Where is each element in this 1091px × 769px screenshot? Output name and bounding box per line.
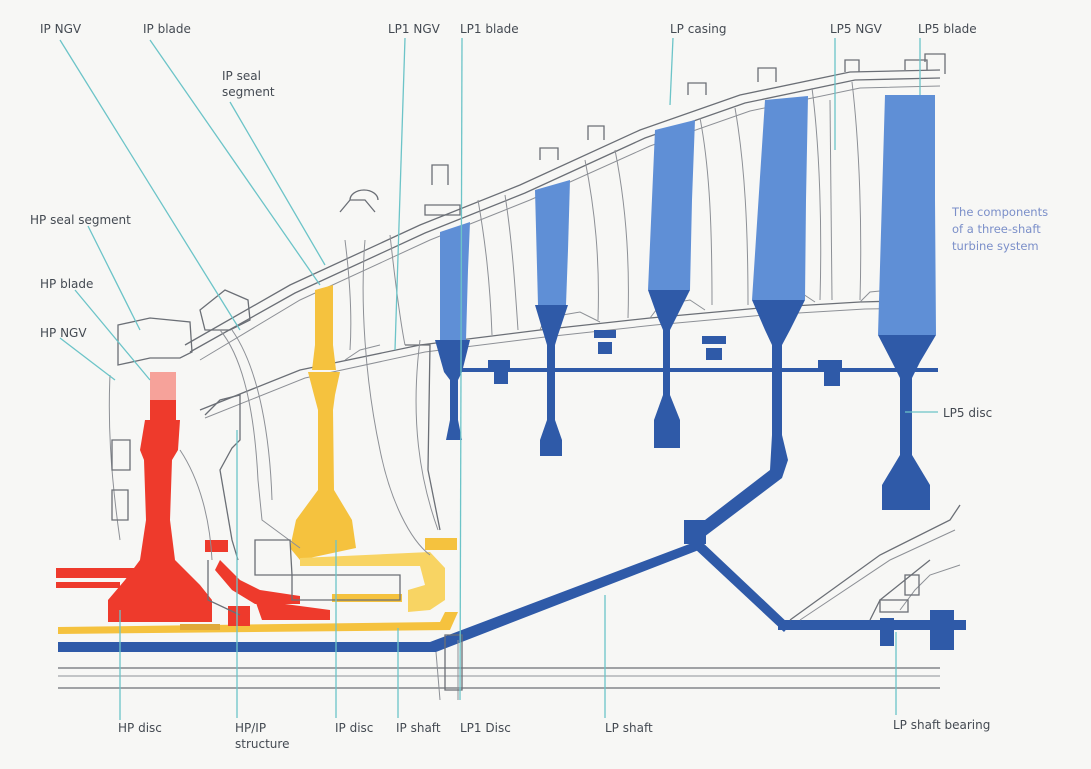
ip-disc-shape [290,372,356,560]
lp-discs [435,290,938,540]
label-lp1-ngv: LP1 NGV [388,22,441,36]
lp4-disc-shape [692,300,805,540]
label-hp-disc: HP disc [118,721,162,735]
label-lp5-blade: LP5 blade [918,22,977,36]
hp-components [56,372,330,626]
label-ip-seal-line2: segment [222,85,275,99]
hpip-structure [108,239,441,616]
label-lp1-disc: LP1 Disc [460,721,511,735]
ip-shaft-shape [58,612,458,634]
lp2-blade-shape [535,180,570,305]
diagram-caption: The components of a three-shaft turbine … [951,205,1048,253]
ip-components [58,285,458,634]
leader-ip-ngv [59,39,241,331]
ngv-vanes [344,81,862,351]
lp3-blade-shape [648,120,695,290]
leader-hp-seal [87,225,141,331]
label-hpip-line2: structure [235,737,289,751]
leader-hp-blade [74,289,151,381]
lp1-blade-shape [440,222,470,340]
label-hp-ngv: HP NGV [40,326,87,340]
label-hp-seal-segment: HP seal segment [30,213,131,227]
label-ip-ngv: IP NGV [40,22,82,36]
lp1-disc-shape [435,340,470,440]
caption-line-1: The components [951,205,1048,219]
leader-ip-seal [229,101,326,266]
label-ip-shaft: IP shaft [396,721,441,735]
leader-ip-blade [149,39,321,286]
lp5-blade-shape [878,95,936,335]
caption-line-2: of a three-shaft [952,222,1041,236]
lp5-disc-shape [878,335,936,510]
label-ip-blade: IP blade [143,22,191,36]
lp-shaft-shape [58,540,704,652]
inner-annulus [199,289,936,419]
label-lp-shaft-bearing: LP shaft bearing [893,718,990,732]
leader-lp1-ngv [394,37,406,351]
leader-lp-casing [669,37,674,106]
label-lp5-disc: LP5 disc [943,406,992,420]
leader-lines [59,37,938,720]
lp-shaft-assembly [58,504,966,701]
label-lp-shaft: LP shaft [605,721,653,735]
lp4-blade-shape [752,96,808,300]
labels: IP NGV IP blade IP seal segment LP1 NGV … [30,22,992,751]
leader-hp-ngv [59,337,116,381]
hp-disc-shape [108,420,212,622]
caption-line-3: turbine system [952,239,1039,253]
label-ip-disc: IP disc [335,721,373,735]
leader-lp1-blade [459,37,463,701]
label-hp-blade: HP blade [40,277,93,291]
lp-blades [440,95,936,340]
label-lp1-blade: LP1 blade [460,22,519,36]
label-lp5-ngv: LP5 NGV [830,22,883,36]
lp2-disc-shape [535,305,568,456]
label-hpip-line1: HP/IP [235,721,266,735]
label-ip-seal-line1: IP seal [222,69,261,83]
label-lp-casing: LP casing [670,22,727,36]
ip-blade-shape [312,285,336,370]
